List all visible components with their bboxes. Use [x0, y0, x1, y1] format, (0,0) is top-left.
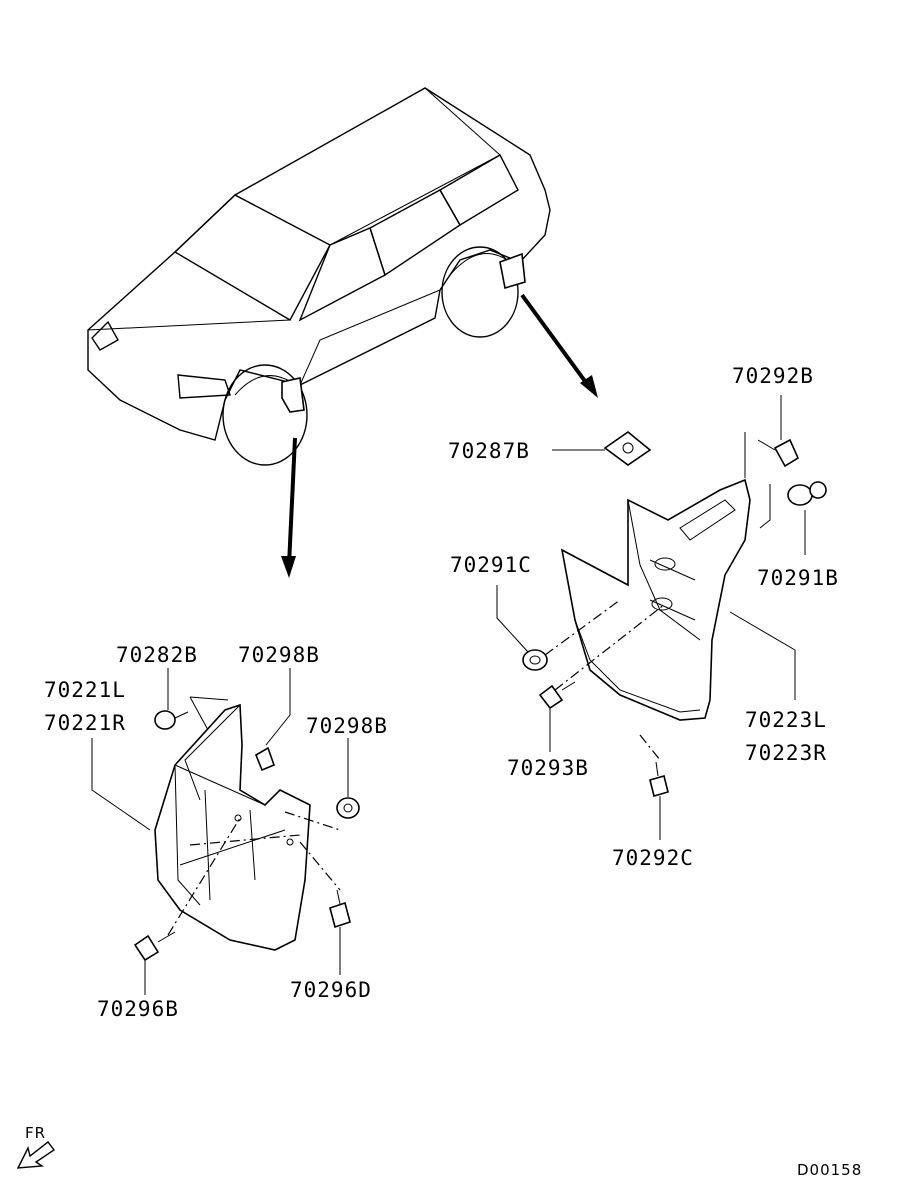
bolt-70292B	[757, 438, 800, 468]
label-70298B-lower: 70298B	[306, 714, 388, 738]
clip-70291B	[787, 481, 827, 506]
bolt-70292C	[649, 761, 669, 797]
label-70292C: 70292C	[612, 846, 694, 870]
label-70298B-upper: 70298B	[238, 643, 320, 667]
front-mudflap-assembly	[91, 668, 360, 995]
diagram-code: D00158	[797, 1161, 862, 1179]
label-70293B: 70293B	[507, 756, 589, 780]
label-70296D: 70296D	[290, 978, 372, 1002]
label-70282B: 70282B	[116, 643, 198, 667]
clip-70287B	[603, 430, 652, 466]
arrow-head-front	[281, 556, 296, 578]
front-direction-marker: FR	[16, 1124, 56, 1169]
label-70287B: 70287B	[448, 439, 530, 463]
label-70223R: 70223R	[745, 741, 827, 765]
rear-mudflap-assembly	[496, 395, 827, 840]
nut-70298B-lower	[336, 797, 360, 819]
bolt-70296B	[133, 931, 176, 962]
clip-70282B	[154, 710, 189, 730]
label-70291C: 70291C	[450, 553, 532, 577]
label-70296B: 70296B	[97, 997, 179, 1021]
arrow-head-rear	[580, 375, 598, 398]
label-70292B: 70292B	[732, 364, 814, 388]
fr-arrow-icon	[16, 1141, 56, 1169]
nut-70298B-upper	[255, 746, 276, 772]
vehicle-illustration	[87, 87, 598, 578]
fr-label: FR	[25, 1124, 46, 1142]
bolt-70293B	[538, 681, 576, 710]
label-70291B: 70291B	[757, 566, 839, 590]
bolt-70296D	[329, 889, 351, 929]
label-70221R: 70221R	[44, 711, 126, 735]
nut-70291C	[522, 649, 548, 671]
label-70221L: 70221L	[44, 678, 126, 702]
label-70223L: 70223L	[745, 708, 827, 732]
